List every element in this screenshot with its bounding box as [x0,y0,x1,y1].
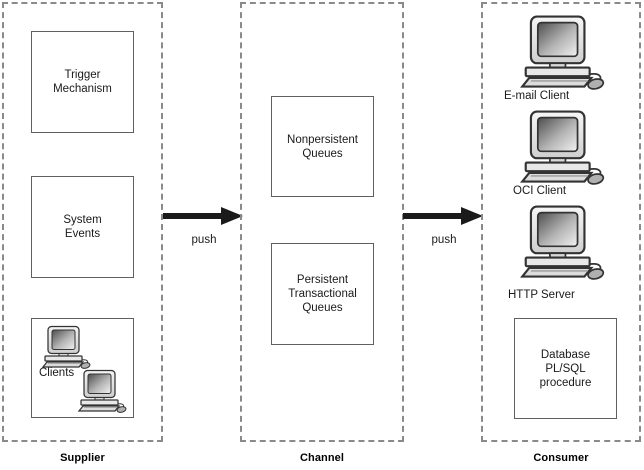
caption-http-server: HTTP Server [508,289,575,301]
zone-supplier-label: Supplier [60,452,105,464]
box-system-events[interactable]: System Events [31,176,134,278]
box-trigger-mechanism[interactable]: Trigger Mechanism [31,31,134,133]
box-persistent-transactional-queues[interactable]: Persistent Transactional Queues [271,243,374,345]
computer-icon [517,204,607,280]
arrow-channel-to-consumer-label: push [431,234,457,246]
arrow-supplier-to-channel [163,205,245,227]
box-database-plsql-procedure[interactable]: Database PL/SQL procedure [514,318,617,419]
zone-consumer-label: Consumer [533,452,589,464]
box-persistent-transactional-queues-label: Persistent Transactional Queues [288,274,357,314]
computer-icon [76,369,128,413]
zone-supplier [2,2,163,442]
zone-consumer [481,2,641,442]
computer-icon [517,14,607,90]
box-nonpersistent-queues[interactable]: Nonpersistent Queues [271,96,374,197]
box-clients-label: Clients [39,367,75,379]
caption-oci-client: OCI Client [513,185,567,197]
computer-icon [517,109,607,185]
arrow-supplier-to-channel-label: push [191,234,217,246]
computer-icon [40,325,92,369]
box-trigger-mechanism-label: Trigger Mechanism [53,69,112,95]
zone-channel-label: Channel [299,452,345,464]
arrow-channel-to-consumer [403,205,485,227]
box-database-plsql-procedure-label: Database PL/SQL procedure [539,348,592,389]
caption-email-client: E-mail Client [504,90,570,102]
box-clients[interactable]: Clients [31,318,134,418]
zone-channel [240,2,404,442]
box-system-events-label: System Events [63,214,102,240]
box-nonpersistent-queues-label: Nonpersistent Queues [287,133,358,160]
